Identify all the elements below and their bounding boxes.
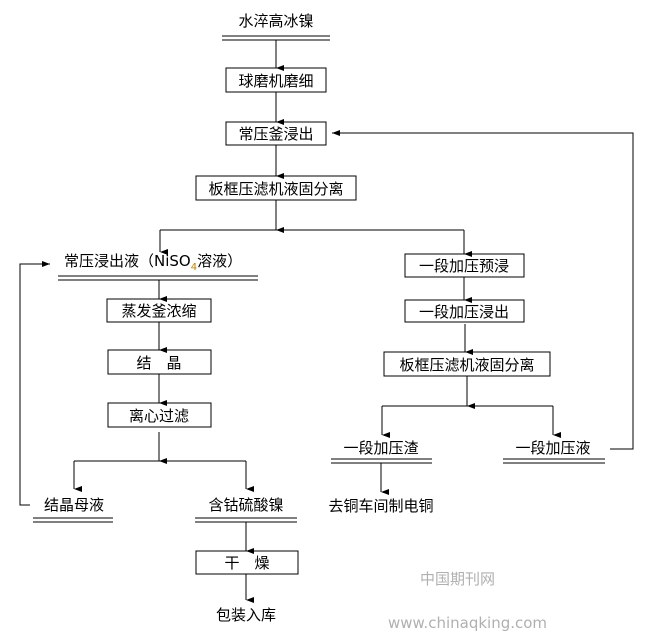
node-pack: 包装入库 (216, 606, 276, 624)
node-raw: 水淬高冰镍 (238, 12, 313, 30)
node-ball-mill: 球磨机磨细 (238, 72, 313, 90)
box-pressure-leach (404, 299, 525, 323)
watermark-cn: 中国期刊网 (420, 570, 495, 588)
node-copper: 去铜车间制电铜 (328, 497, 433, 515)
node-filter1: 板框压滤机液固分离 (208, 180, 343, 198)
node-pressure-liquor: 一段加压液 (515, 439, 590, 457)
node-dry: 干 燥 (224, 554, 269, 572)
watermark-url: www.chinaqking.com (388, 614, 547, 632)
node-atm-liquor: 常压浸出液（NiSO4溶液） (64, 252, 242, 273)
node-mother-liquor: 结晶母液 (44, 496, 104, 514)
node-residue: 一段加压渣 (343, 439, 418, 457)
node-centrifuge: 离心过滤 (129, 407, 189, 425)
node-filter2: 板框压滤机液固分离 (399, 356, 534, 374)
node-atm-leach: 常压釜浸出 (238, 125, 313, 143)
node-product: 含钴硫酸镍 (208, 496, 283, 514)
node-crystallize: 结 晶 (136, 354, 181, 372)
box-dry (195, 550, 299, 575)
node-evaporate: 蒸发釜浓缩 (121, 302, 196, 320)
box-centrifuge (107, 402, 212, 428)
node-pre-leach: 一段加压预浸 (419, 257, 509, 275)
node-pressure-leach: 一段加压浸出 (419, 303, 509, 321)
